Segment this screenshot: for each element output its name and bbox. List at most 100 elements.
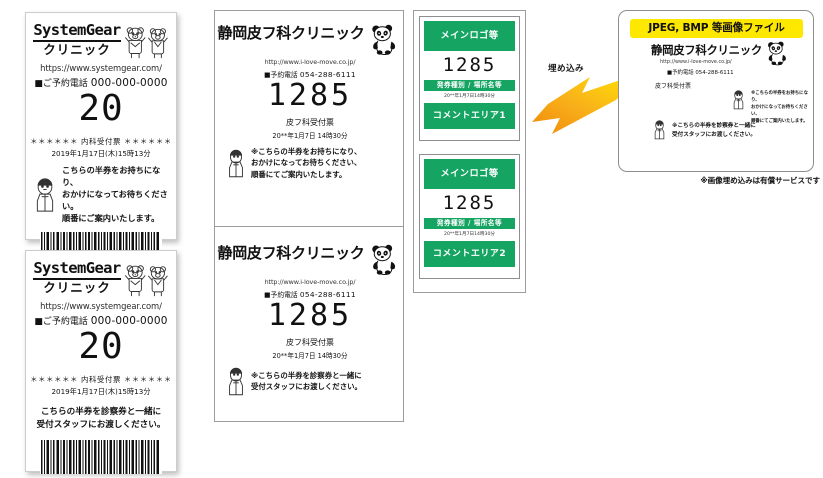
clinic-datetime-1: 20**年1月7日 14時30分 (272, 132, 348, 140)
systemgear-tel-row-1: ■ご予約電話 000-000-0000 (26, 76, 176, 89)
right-clinic-url: http://www.i-love-move.co.jp/ (660, 59, 732, 65)
systemgear-message-2: こちらの半券を診察券と一緒に 受付スタッフにお渡しください。 (26, 406, 176, 432)
systemgear-message-line-1c: 順番にご案内いたします。 (62, 212, 160, 223)
clinic-message-1: ※こちらの半券をお持ちになり、 おかけになってお待ちください、 順番にてご案内い… (251, 146, 361, 180)
right-title-row: 静岡皮フ科クリニック (651, 41, 792, 67)
systemgear-datetime-1: 2019年1月17日(木)15時13分 (51, 149, 151, 158)
image-file-sample-panel: JPEG, BMP 等画像ファイル 静岡皮フ科クリニック (618, 10, 814, 172)
right-message-b-line-2: 受付スタッフにお渡しください。 (672, 131, 756, 138)
nurse-icon-3 (229, 149, 243, 178)
template-card-1: メインロゴ等 1285 発券種別 / 場所名等 20**年1月7日14時30分 … (419, 16, 520, 141)
template-datetime-1: 20**年1月7日14時30分 (444, 93, 495, 99)
systemgear-brand-sub-2: クリニック (43, 279, 111, 295)
panda-icon-3 (767, 41, 786, 66)
systemgear-url-1: https://www.systemgear.com/ (40, 63, 162, 73)
systemgear-logo-row-2: SystemGear クリニック (26, 257, 176, 298)
clinic-queue-number-1: 1285 (267, 78, 353, 113)
systemgear-wordmark-2: SystemGear (33, 260, 121, 280)
image-file-badge: JPEG, BMP 等画像ファイル (630, 19, 803, 38)
systemgear-brand-sub-1: クリニック (43, 41, 111, 57)
systemgear-ticket-2: SystemGear クリニック (25, 250, 177, 474)
systemgear-ticket-1: SystemGear クリニック (25, 12, 177, 267)
clinic-message-row-2: ※こちらの半券を診察券と一緒に 受付スタッフにお渡しください。 (225, 366, 395, 396)
clinic-tel-label-1: ■予約電話 (264, 71, 298, 79)
template-logo-band-1: メインロゴ等 (424, 21, 515, 51)
clinic-message-line-2b: 受付スタッフにお渡しください。 (251, 382, 362, 391)
systemgear-brand-block-2: SystemGear クリニック (33, 260, 121, 295)
systemgear-queue-number-1: 20 (78, 88, 124, 129)
systemgear-message-line-1b: おかけになってお待ちください。 (62, 188, 168, 211)
clinic-datetime-2: 20**年1月7日 14時30分 (272, 352, 348, 360)
clinic-title-row-1: 静岡皮フ科クリニック (218, 24, 395, 57)
template-panel: メインロゴ等 1285 発券種別 / 場所名等 20**年1月7日14時30分 … (413, 10, 526, 293)
systemgear-kind-stars-2: ＊＊＊＊＊＊ 内科受付票 ＊＊＊＊＊＊ (30, 375, 172, 384)
nurse-icon-1 (36, 178, 54, 212)
right-message-a-line-1: ※こちらの半券をお持ちになり、 (751, 91, 808, 104)
clinic-queue-number-2: 1285 (267, 298, 353, 333)
right-clinic-tel-number: 054-288-6111 (695, 70, 734, 76)
clinic-tel-number-1: 054-288-6111 (299, 70, 356, 79)
systemgear-tel-row-2: ■ご予約電話 000-000-0000 (26, 314, 176, 327)
systemgear-message-row-1: こちらの半券をお持ちになり、 おかけになってお待ちください。 順番にご案内いたし… (26, 165, 176, 224)
template-number-2: 1285 (442, 192, 497, 214)
systemgear-message-line-2a: こちらの半券を診察券と一緒に (40, 407, 162, 417)
paid-service-note: ※画像埋め込みは有償サービスです (700, 176, 820, 185)
clinic-title-2: 静岡皮フ科クリニック (217, 244, 365, 262)
nurse-icon-4 (229, 367, 243, 396)
right-message-b-line-1: ※こちらの半券を診察券と一緒に (672, 123, 756, 129)
systemgear-datetime-2: 2019年1月17日(木)15時13分 (51, 387, 151, 396)
right-message-a: ※こちらの半券をお持ちになり、 おかけになってお待ちください、 順番にてご案内い… (751, 90, 813, 125)
clinic-title-row-2: 静岡皮フ科クリニック (218, 244, 395, 277)
clinic-message-line-1c: 順番にてご案内いたします。 (251, 169, 347, 179)
clinic-message-2: ※こちらの半券を診察券と一緒に 受付スタッフにお渡しください。 (251, 370, 362, 393)
clinic-kind-2: 皮フ科受付票 (286, 338, 334, 347)
right-clinic-tel-label: ■予約電話 (667, 70, 694, 76)
systemgear-queue-number-2: 20 (78, 326, 124, 367)
right-clinic-tel-row: ■予約電話 054-288-6111 (667, 68, 734, 76)
systemgear-tel-number-2: 000-000-0000 (90, 315, 168, 327)
systemgear-logo-row-1: SystemGear クリニック (26, 19, 176, 60)
nurse-icon-6 (654, 120, 665, 140)
template-card-2: メインロゴ等 1285 発券種別 / 場所名等 20**年1月7日14時30分 … (419, 154, 520, 279)
right-message-b: ※こちらの半券を診察券と一緒に 受付スタッフにお渡しください。 (672, 122, 756, 140)
systemgear-wordmark-1: SystemGear (33, 22, 121, 42)
template-kind-band-1: 発券種別 / 場所名等 (424, 79, 515, 91)
systemgear-tel-label-1: ■ご予約電話 (34, 79, 88, 89)
bear-mascots-icon-1 (124, 27, 168, 59)
clinic-tel-label-2: ■予約電話 (264, 291, 298, 299)
clinic-message-line-2a: ※こちらの半券を診察券と一緒に (251, 370, 362, 380)
systemgear-brand-block-1: SystemGear クリニック (33, 22, 121, 57)
right-message-a-line-3: 順番にてご案内いたします。 (751, 119, 808, 125)
clinic-tel-row-1: ■予約電話 054-288-6111 (225, 69, 395, 79)
systemgear-message-line-2b: 受付スタッフにお渡しください。 (36, 419, 166, 430)
panda-icon-2 (371, 244, 395, 276)
template-number-1: 1285 (442, 54, 497, 76)
clinic-ticket-panel: 静岡皮フ科クリニック (214, 10, 404, 422)
template-comment-band-1: コメントエリア1 (424, 102, 515, 129)
template-comment-band-2: コメントエリア2 (424, 240, 515, 267)
bear-mascots-icon-2 (124, 265, 168, 297)
barcode-2 (40, 439, 162, 474)
systemgear-tel-number-1: 000-000-0000 (90, 77, 168, 89)
template-kind-band-2: 発券種別 / 場所名等 (424, 217, 515, 229)
panel-divider (215, 226, 403, 227)
nurse-icon-5 (733, 90, 744, 110)
systemgear-message-line-1a: こちらの半券をお持ちになり、 (62, 165, 161, 187)
right-message-a-line-2: おかけになってお待ちください、 (751, 105, 808, 118)
clinic-ticket-2: 静岡皮フ科クリニック (215, 239, 405, 429)
clinic-title-1: 静岡皮フ科クリニック (217, 24, 365, 42)
systemgear-kind-stars-1: ＊＊＊＊＊＊ 内科受付票 ＊＊＊＊＊＊ (30, 137, 172, 146)
systemgear-tel-label-2: ■ご予約電話 (34, 317, 88, 327)
template-logo-band-2: メインロゴ等 (424, 159, 515, 189)
right-clinic-kind: 皮フ科受付票 (655, 83, 692, 90)
clinic-message-line-1a: ※こちらの半券をお持ちになり、 (251, 147, 362, 156)
embed-label: 埋め込み (548, 64, 584, 74)
clinic-message-row-1: ※こちらの半券をお持ちになり、 おかけになってお待ちください、 順番にてご案内い… (225, 146, 395, 180)
panda-icon-1 (371, 24, 395, 56)
systemgear-url-2: https://www.systemgear.com/ (40, 301, 162, 311)
template-datetime-2: 20**年1月7日14時30分 (444, 231, 495, 237)
clinic-kind-1: 皮フ科受付票 (286, 118, 334, 127)
systemgear-message-1: こちらの半券をお持ちになり、 おかけになってお待ちください。 順番にご案内いたし… (62, 165, 170, 224)
embed-arrow-icon (532, 72, 644, 134)
